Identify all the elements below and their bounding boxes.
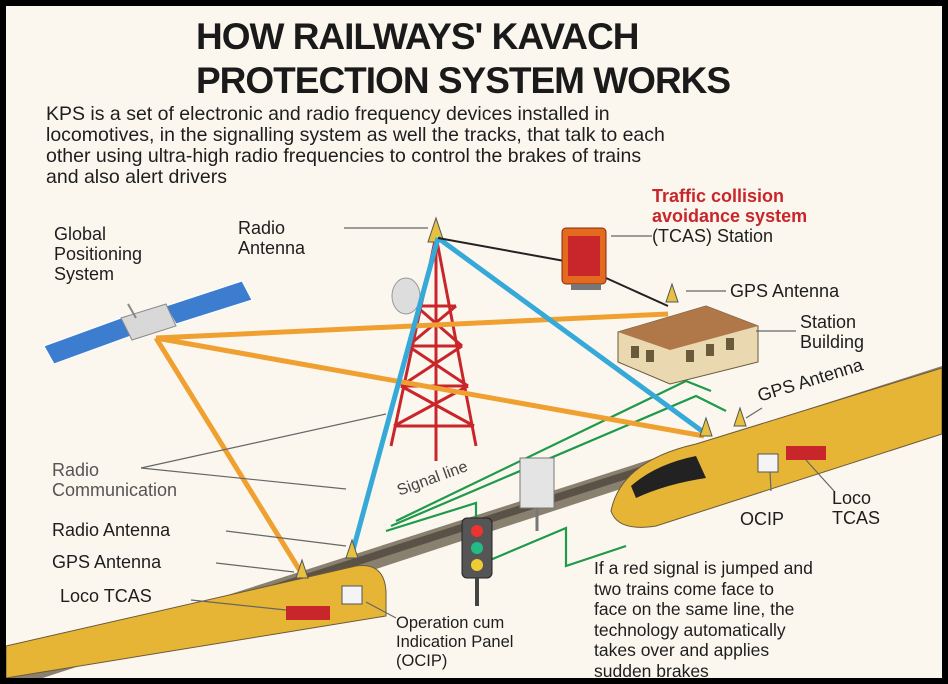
satellite-icon: [43, 280, 253, 365]
gps-system-label: Global Positioning System: [54, 224, 143, 284]
train-right-icon: [610, 367, 942, 528]
radio-communication-label: Radio Communication: [52, 460, 178, 500]
tcas-link: [437, 237, 582, 265]
tcas-station-icon: [561, 227, 607, 290]
train-left-icon: [6, 538, 387, 678]
intro-line: and also alert drivers: [46, 166, 228, 188]
intro-line: KPS is a set of electronic and radio fre…: [46, 103, 610, 125]
station-building-icon: [617, 282, 759, 385]
leader-lines: [140, 227, 835, 619]
radio-antenna-tower-label: Radio Antenna: [238, 218, 306, 258]
ocip-right-label: OCIP: [740, 509, 785, 529]
infographic: HOW RAILWAYS' KAVACH PROTECTION SYSTEM W…: [6, 6, 942, 678]
station-building-label: Station Building: [800, 312, 865, 352]
gps-antenna-station-label: GPS Antenna: [730, 281, 840, 301]
radio-links: [349, 235, 708, 555]
intro-line: locomotives, in the signalling system as…: [46, 124, 665, 146]
signal-line: [385, 379, 727, 568]
tcas-station-label: Traffic collision avoidance system (TCAS…: [652, 186, 808, 246]
loco-tcas-left-label: Loco TCAS: [60, 586, 152, 606]
station-link: [605, 277, 669, 307]
radio-antenna-left-label: Radio Antenna: [52, 520, 171, 540]
intro-line: other using ultra-high radio frequencies…: [46, 145, 642, 167]
gps-antenna-left-label: GPS Antenna: [52, 552, 162, 572]
traffic-signal-icon: [461, 517, 493, 606]
page-title-line1: HOW RAILWAYS' KAVACH: [196, 16, 639, 57]
dish-icon: [391, 277, 421, 315]
intro-paragraph: KPS is a set of electronic and radio fre…: [46, 104, 886, 188]
page-title-line2: PROTECTION SYSTEM WORKS: [196, 60, 731, 101]
signal-box-icon: [519, 457, 555, 531]
emergency-note: If a red signal is jumped and two trains…: [594, 558, 813, 678]
loco-tcas-right-label: Loco TCAS: [832, 488, 881, 528]
radio-tower-icon: [389, 235, 478, 461]
diagram-artwork: [6, 216, 942, 678]
ocip-left-label: Operation cum Indication Panel (OCIP): [396, 614, 514, 670]
